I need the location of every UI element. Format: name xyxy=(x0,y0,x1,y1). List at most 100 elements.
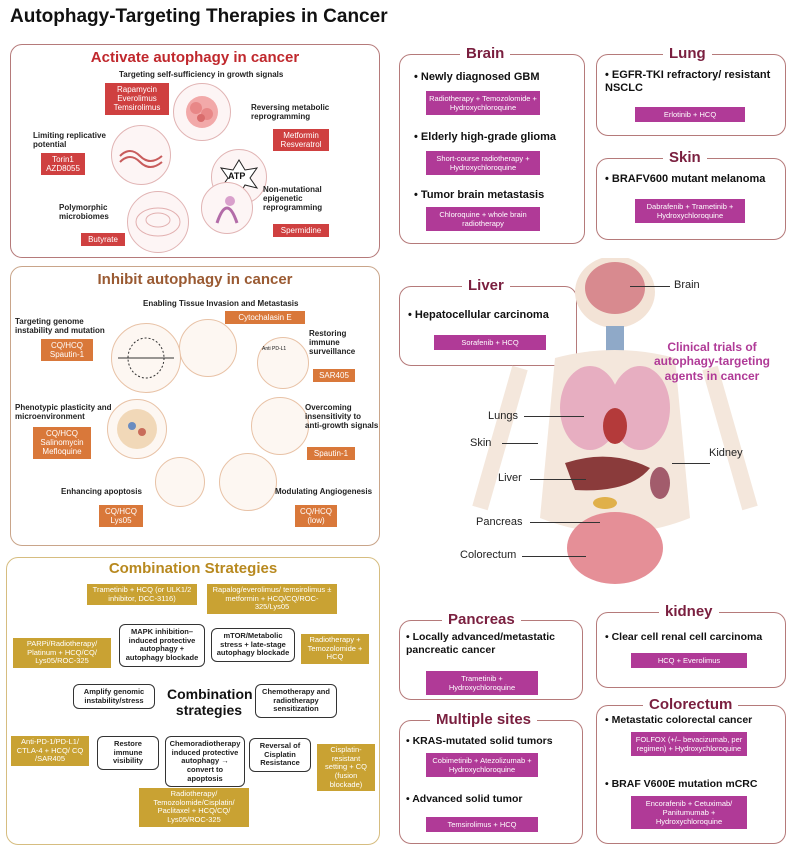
line-pancreas xyxy=(530,522,600,523)
combination-title: Combination Strategies xyxy=(108,560,278,577)
combo-center: Combination strategies xyxy=(167,686,253,719)
liver-item-name: Hepatocellular carcinoma xyxy=(414,309,549,321)
kidney-panel: kidney • Clear cell renal cell carcinoma… xyxy=(596,603,786,688)
combo-mtor: mTOR/Metabolic stress + late-stage autop… xyxy=(211,628,295,662)
combo-bottom: Radiotherapy/ Temozolomide/Cisplatin/ Pa… xyxy=(139,788,249,827)
label-lungs: Lungs xyxy=(488,410,518,422)
multiple-title: Multiple sites xyxy=(430,711,538,728)
activate-title: Activate autophagy in cancer xyxy=(90,49,300,66)
combo-trametinib: Trametinib + HCQ (or ULK1/2 inhibitor, D… xyxy=(87,584,197,606)
combo-radio-tmz: Radiotherapy + Temozolomide + HCQ xyxy=(301,634,369,664)
skin-therapy: Dabrafenib + Trametinib + Hydroxychloroq… xyxy=(635,199,745,223)
colorectum-therapy-1: FOLFOX (+/– bevacizumab, per regimen) + … xyxy=(631,732,747,756)
line-skin xyxy=(502,443,538,444)
plasticity-drugs: CQ/HCQ Salinomycin Mefloquine xyxy=(33,427,91,459)
label-liver: Liver xyxy=(498,472,522,484)
label-skin: Skin xyxy=(470,437,492,449)
colorectum-panel: Colorectum • Metastatic colorectal cance… xyxy=(596,696,786,844)
atp-text: ATP xyxy=(228,171,246,181)
multiple-item-2: • Advanced solid tumor xyxy=(406,793,523,805)
tumor-cell-icon xyxy=(173,83,231,141)
liver-panel: Liver • Hepatocellular carcinoma Sorafen… xyxy=(399,277,577,366)
label-brain: Brain xyxy=(674,279,700,291)
angiogenesis-label: Modulating Angiogenesis xyxy=(275,487,373,496)
replicative-label: Limiting replicative potential xyxy=(33,131,106,150)
epigenetic-drugs: Spermidine xyxy=(273,224,329,238)
colorectum-item-1-name: Metastatic colorectal cancer xyxy=(611,714,753,726)
multiple-item-1-name: KRAS-mutated solid tumors xyxy=(412,735,553,747)
angiogenesis-icon xyxy=(219,453,277,511)
lung-item-name: EGFR-TKI refractory/ resistant NSCLC xyxy=(605,69,771,95)
liver-title: Liver xyxy=(462,277,510,294)
invasion-label: Enabling Tissue Invasion and Metastasis xyxy=(143,299,299,308)
chromatin-icon xyxy=(201,182,253,234)
combination-panel: Combination Strategies Trametinib + HCQ … xyxy=(6,557,380,845)
brain-item-2: • Elderly high-grade glioma xyxy=(414,131,556,143)
brain-item-1-name: Newly diagnosed GBM xyxy=(420,71,540,83)
plasticity-label: Phenotypic plasticity and microenvironme… xyxy=(15,403,112,422)
combo-chemorad: Chemoradiotherapy induced protective aut… xyxy=(165,736,245,788)
lung-title: Lung xyxy=(663,45,712,62)
immune-label: Restoring immune surveillance xyxy=(309,329,356,357)
kidney-title: kidney xyxy=(659,603,719,620)
colorectum-item-2-name: BRAF V600E mutation mCRC xyxy=(611,778,758,790)
skin-panel: Skin • BRAFV600 mutant melanoma Dabrafen… xyxy=(596,149,786,240)
antipdl1-text: Anti PD-L1 xyxy=(262,346,287,352)
inhibit-panel: Inhibit autophagy in cancer Enabling Tis… xyxy=(10,266,380,546)
antigrowth-label: Overcoming insensitivity to anti-growth … xyxy=(305,403,379,431)
brain-therapy-1: Radiotherapy + Temozolomide + Hydroxychl… xyxy=(426,91,540,115)
line-colorectum xyxy=(522,556,586,557)
pancreas-item-name: Locally advanced/metastatic pancreatic c… xyxy=(406,631,555,656)
kidney-item: • Clear cell renal cell carcinoma xyxy=(605,631,763,643)
lung-therapy: Erlotinib + HCQ xyxy=(635,107,745,122)
growth-drugs: Rapamycin Everolimus Temsirolimus xyxy=(105,83,169,115)
genome-drugs: CQ/HCQ Spautin-1 xyxy=(41,339,93,362)
apoptosis-label: Enhancing apoptosis xyxy=(61,487,142,496)
kidney-therapy: HCQ + Everolimus xyxy=(631,653,747,668)
combo-mapk: MAPK inhibition–induced protective autop… xyxy=(119,624,205,667)
pancreas-therapy: Trametinib + Hydroxychloroquine xyxy=(426,671,538,695)
combo-rapalog: Rapalog/everolimus/ temsirolimus ± metfo… xyxy=(207,584,337,614)
label-kidney: Kidney xyxy=(709,447,743,459)
brain-therapy-2: Short-course radiotherapy + Hydroxychlor… xyxy=(426,151,540,175)
pancreas-item: • Locally advanced/metastatic pancreatic… xyxy=(406,631,555,656)
body-illustration xyxy=(460,256,790,603)
microbiomes-drugs: Butyrate xyxy=(81,233,125,247)
combo-cisplatin-rev: Reversal of Cisplatin Resistance xyxy=(249,738,311,772)
inhibit-title: Inhibit autophagy in cancer xyxy=(97,271,293,288)
growth-label: Targeting self-sufficiency in growth sig… xyxy=(119,70,284,79)
brain-panel: Brain • Newly diagnosed GBM Radiotherapy… xyxy=(399,45,585,244)
skin-title: Skin xyxy=(663,149,707,166)
invasion-drugs: Cytochalasin E xyxy=(225,311,305,325)
colorectum-therapy-2: Encorafenib + Cetuximab/ Panitumumab + H… xyxy=(631,796,747,829)
combo-parp: PARPi/Radiotherapy/ Platinum + HCQ/CQ/ L… xyxy=(13,638,111,668)
genome-label: Targeting genome instability and mutatio… xyxy=(15,317,105,336)
multiple-panel: Multiple sites • KRAS-mutated solid tumo… xyxy=(399,711,583,844)
apoptosis-icon xyxy=(155,457,205,507)
line-liver xyxy=(530,479,586,480)
label-pancreas: Pancreas xyxy=(476,516,523,528)
angiogenesis-drugs: CQ/HCQ (low) xyxy=(295,505,337,528)
activate-panel: Activate autophagy in cancer Targeting s… xyxy=(10,44,380,258)
antigrowth-icon xyxy=(251,397,309,455)
immune-drugs: SAR405 xyxy=(313,369,355,383)
colorectum-item-1: • Metastatic colorectal cancer xyxy=(605,714,753,726)
brain-item-1: • Newly diagnosed GBM xyxy=(414,71,540,83)
brain-title: Brain xyxy=(460,45,511,62)
line-kidney xyxy=(672,463,710,464)
replicative-drugs: Torin1 AZD8055 xyxy=(41,153,85,176)
microbiome-icon xyxy=(127,191,189,253)
invasion-icon xyxy=(179,319,237,377)
microbiomes-label: Polymorphic microbiomes xyxy=(59,203,109,222)
lung-item: • EGFR-TKI refractory/ resistant NSCLC xyxy=(605,69,771,95)
apoptosis-drugs: CQ/HCQ Lys05 xyxy=(99,505,143,528)
liver-therapy: Sorafenib + HCQ xyxy=(434,335,546,350)
liver-item: • Hepatocellular carcinoma xyxy=(408,309,549,321)
multiple-therapy-2: Temsirolimus + HCQ xyxy=(426,817,538,832)
dna-icon xyxy=(111,125,171,185)
genome-icon xyxy=(111,323,181,393)
brain-item-3: • Tumor brain metastasis xyxy=(414,189,545,201)
combo-amplify: Amplify genomic instability/stress xyxy=(73,684,155,710)
brain-therapy-3: Chloroquine + whole brain radiotherapy xyxy=(426,207,540,231)
skin-item: • BRAFV600 mutant melanoma xyxy=(605,173,766,185)
